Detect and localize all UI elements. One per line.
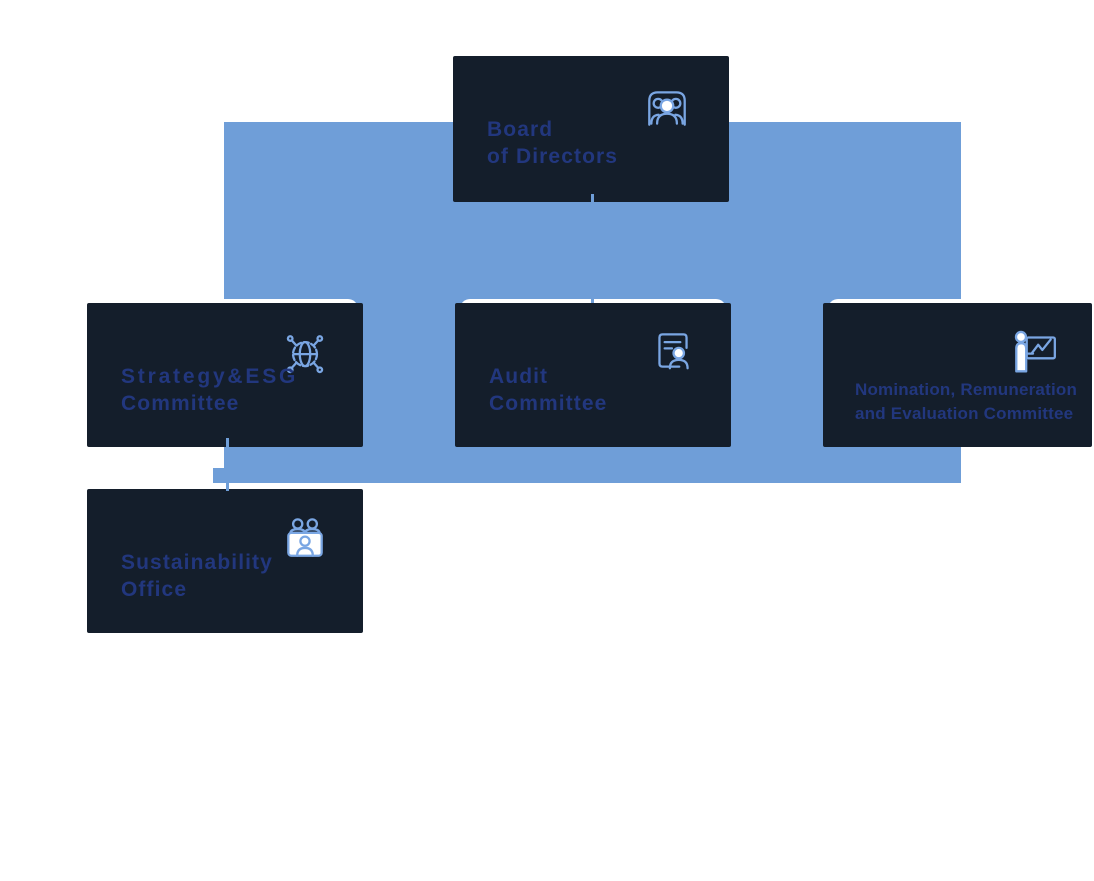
connector-strategy-to-sustainability bbox=[226, 438, 229, 491]
id-card-icon bbox=[648, 326, 698, 376]
node-title-line: Committee bbox=[489, 392, 608, 415]
node-board-of-directors: Board of Directors bbox=[453, 52, 729, 202]
audience-icon bbox=[642, 83, 692, 133]
node-title: Board of Directors bbox=[487, 116, 618, 170]
node-title-line: Strategy&ESG bbox=[121, 365, 299, 388]
node-title-line: Committee bbox=[121, 392, 240, 415]
node-title: Strategy&ESG Committee bbox=[121, 363, 298, 417]
network-globe-icon bbox=[280, 326, 330, 376]
node-sustainability-office: Sustainability Office bbox=[87, 485, 363, 633]
node-title-line: Audit bbox=[489, 365, 549, 388]
node-nomination-remuneration-evaluation-committee: Nomination, Remuneration and Evaluation … bbox=[823, 299, 1092, 447]
node-title-line: Nomination, Remuneration bbox=[855, 380, 1078, 399]
presenter-chart-icon bbox=[1009, 326, 1059, 376]
node-title-line: and Evaluation Committee bbox=[855, 404, 1074, 423]
node-title-line: of Directors bbox=[487, 145, 619, 168]
connector-band-step bbox=[213, 468, 225, 483]
node-strategy-esg-committee: Strategy&ESG Committee bbox=[87, 299, 363, 447]
node-title: Sustainability Office bbox=[121, 549, 273, 603]
node-audit-committee: Audit Committee bbox=[455, 299, 731, 447]
node-title-line: Sustainability bbox=[121, 551, 273, 574]
meeting-people-icon bbox=[280, 512, 330, 562]
connector-board-to-audit bbox=[591, 194, 594, 303]
node-title-line: Office bbox=[121, 578, 188, 601]
node-title-line: Board bbox=[487, 118, 554, 141]
node-title: Audit Committee bbox=[489, 363, 607, 417]
node-title: Nomination, Remuneration and Evaluation … bbox=[855, 378, 1077, 426]
